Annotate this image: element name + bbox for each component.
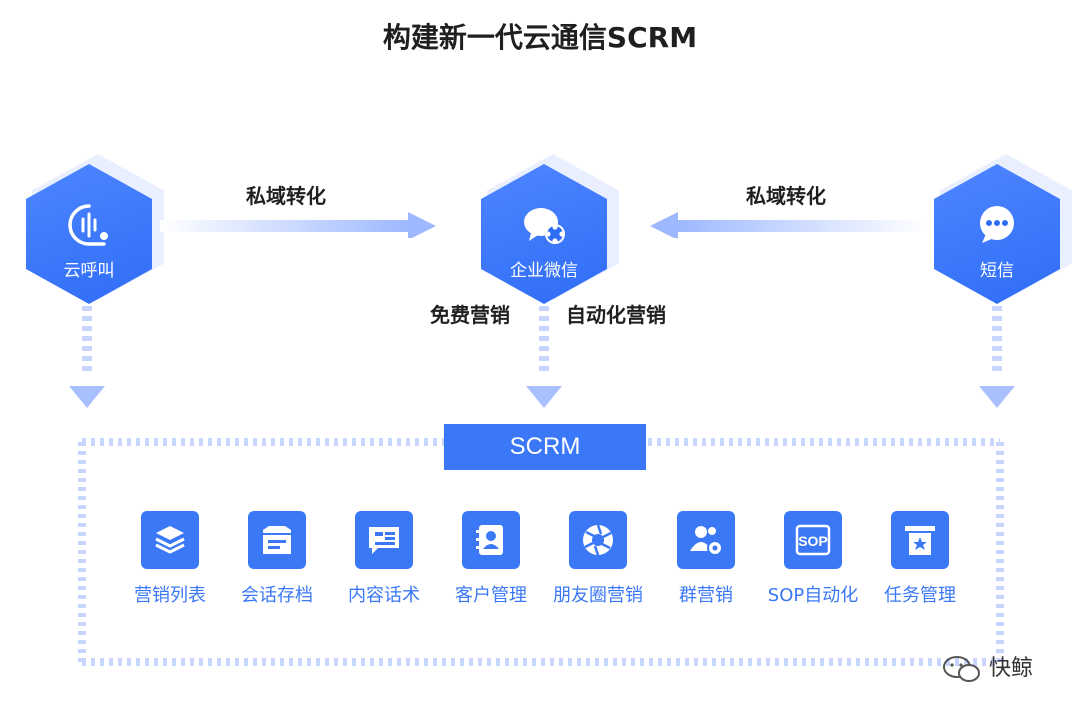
scrm-header[interactable]: SCRM <box>444 424 646 470</box>
layers-icon <box>155 526 185 554</box>
down-arrow-icon <box>69 386 105 408</box>
feature-icon-box <box>355 511 413 569</box>
feature-group-marketing[interactable]: 群营销 <box>651 511 761 607</box>
feature-icon-box <box>891 511 949 569</box>
down-arrow-icon <box>526 386 562 408</box>
channel-label: 云呼叫 <box>63 261 115 281</box>
page-title: 构建新一代云通信SCRM <box>382 21 698 54</box>
message-doc-icon <box>369 527 399 554</box>
feature-customer-management[interactable]: 客户管理 <box>436 511 546 607</box>
feature-label: 朋友圈营销 <box>553 585 643 606</box>
contacts-book-icon <box>476 525 503 555</box>
connector-left <box>82 306 92 378</box>
channel-label: 企业微信 <box>510 261 578 281</box>
feature-icon-box <box>677 511 735 569</box>
feature-chat-archive[interactable]: 会话存档 <box>222 511 332 607</box>
feature-label: 客户管理 <box>455 585 527 606</box>
feature-icon-box <box>462 511 520 569</box>
right-arrow-icon <box>160 212 436 238</box>
feature-sop-automation[interactable]: SOP SOP自动化 <box>758 511 868 607</box>
scrm-container-border <box>78 438 1004 666</box>
feature-icon-box <box>569 511 627 569</box>
feature-task-management[interactable]: 任务管理 <box>865 511 975 607</box>
down-arrow-icon <box>979 386 1015 408</box>
feature-icon-box <box>248 511 306 569</box>
channel-sms[interactable]: 短信 <box>934 154 1074 314</box>
feature-label: 群营销 <box>679 585 733 606</box>
group-users-icon <box>690 526 723 556</box>
channel-label: 短信 <box>980 261 1014 281</box>
watermark: 快鲸 <box>942 650 1033 684</box>
archive-box-icon <box>263 526 291 554</box>
flow-label-right: 私域转化 <box>746 184 826 208</box>
feature-label: 任务管理 <box>884 585 956 606</box>
feature-content-scripts[interactable]: 内容话术 <box>329 511 439 607</box>
left-arrow-icon <box>650 212 926 238</box>
feature-marketing-list[interactable]: 营销列表 <box>115 511 225 607</box>
voice-call-icon <box>68 204 108 246</box>
feature-moments-marketing[interactable]: 朋友圈营销 <box>543 511 653 607</box>
sop-icon: SOP <box>795 524 831 556</box>
svg-text:SOP: SOP <box>798 533 828 549</box>
connector-right <box>992 306 1002 378</box>
feature-label: SOP自动化 <box>767 585 859 606</box>
feature-label: 营销列表 <box>134 585 206 606</box>
flow-label-free-marketing: 免费营销 <box>430 303 510 327</box>
channel-voice-call[interactable]: 云呼叫 <box>26 154 166 314</box>
aperture-icon <box>583 524 613 556</box>
watermark-text: 快鲸 <box>989 656 1034 681</box>
feature-icon-box: SOP <box>784 511 842 569</box>
channel-wecom[interactable]: 企业微信 <box>481 154 621 314</box>
wecom-icon <box>524 208 565 244</box>
feature-icon-box <box>141 511 199 569</box>
task-card-icon <box>905 526 935 555</box>
flow-label-auto-marketing: 自动化营销 <box>566 303 666 327</box>
feature-label: 内容话术 <box>348 585 420 606</box>
feature-label: 会话存档 <box>241 585 313 606</box>
wechat-icon <box>943 656 980 682</box>
flow-label-left: 私域转化 <box>246 184 326 208</box>
connector-center <box>539 306 549 378</box>
sms-chat-icon <box>980 206 1014 243</box>
